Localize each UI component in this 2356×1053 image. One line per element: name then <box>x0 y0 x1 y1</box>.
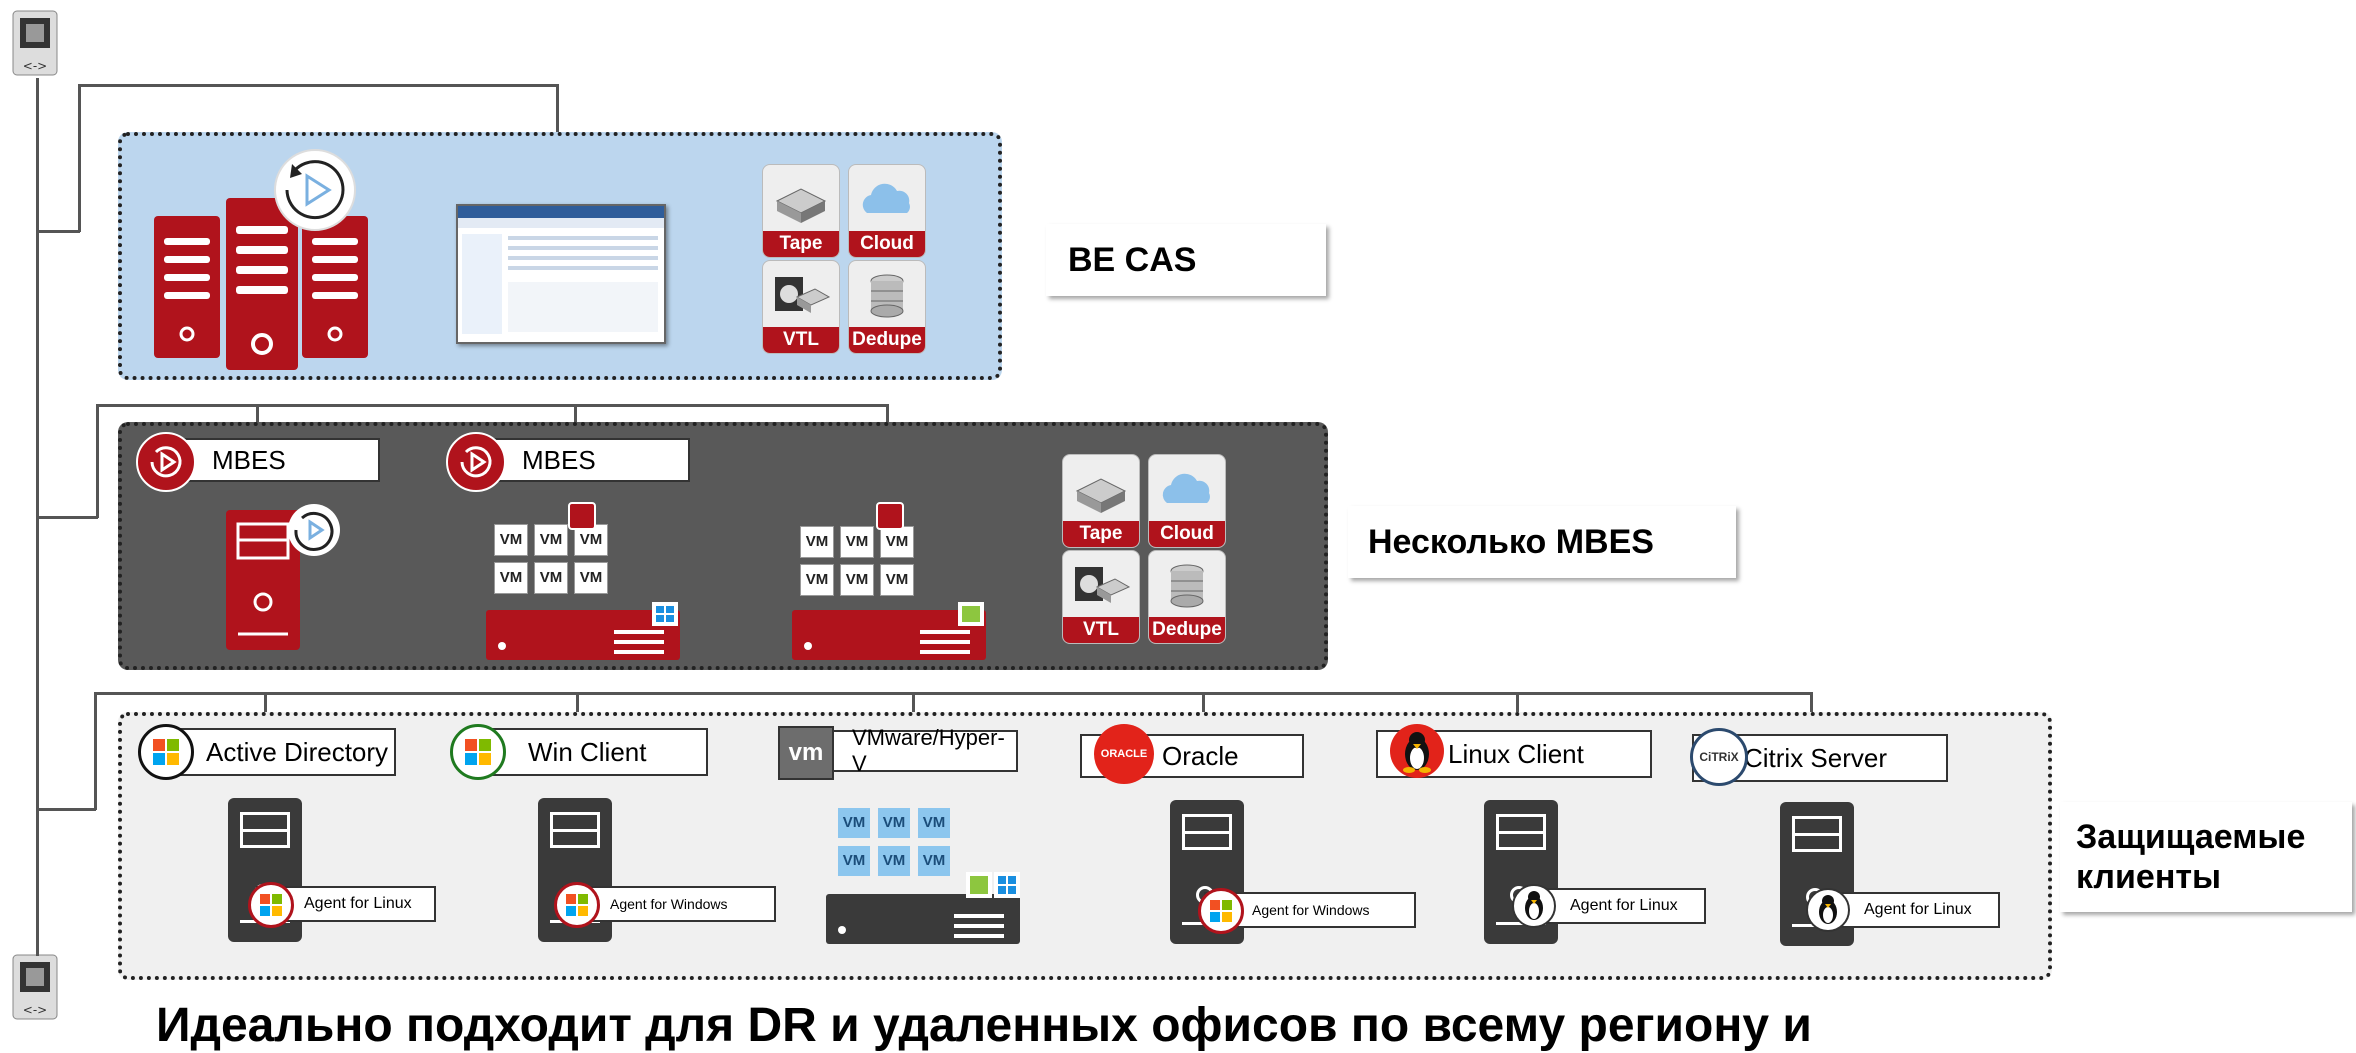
storage-cloud-tile: Cloud <box>1148 454 1226 548</box>
vm-tile: VM <box>534 562 568 594</box>
windows-logo-icon <box>248 882 294 928</box>
backup-agent-badge-icon <box>876 502 904 530</box>
vm-tile: VM <box>800 564 834 596</box>
windows-logo-icon <box>138 724 194 780</box>
storage-tape-tile: Tape <box>1062 454 1140 548</box>
console-screenshot <box>456 204 666 344</box>
storage-tape-tile: Tape <box>762 164 840 258</box>
clients-callout: Защищаемые клиенты <box>2060 802 2352 912</box>
windows-logo-icon <box>554 882 600 928</box>
mbes-callout: Несколько MBES <box>1348 506 1736 578</box>
client-label-active-directory: Active Directory <box>156 728 396 776</box>
mbes-label-1: MBES <box>170 438 380 482</box>
mbes-server-tower-icon <box>226 504 340 650</box>
cas-server-cluster-icon <box>154 149 368 370</box>
linux-penguin-icon <box>1512 884 1556 928</box>
windows-logo-icon <box>450 724 506 780</box>
windows-logo-icon <box>1198 888 1244 934</box>
client-label-win-client: Win Client <box>468 728 708 776</box>
vm-tile: VM <box>840 526 874 558</box>
vm-tile: VM <box>494 524 528 556</box>
cas-callout: BE CAS <box>1046 224 1326 296</box>
storage-vtl-tile: VTL <box>762 260 840 354</box>
vm-tile: VM <box>800 526 834 558</box>
vmware-logo-icon: vm <box>778 726 834 780</box>
footer-text: Идеально подходит для DR и удаленных офи… <box>156 999 1812 1052</box>
vmware-host-icon <box>792 602 986 660</box>
vm-tile: VM <box>838 808 870 838</box>
vm-tile: VM <box>878 846 910 876</box>
linux-penguin-icon <box>1390 724 1444 778</box>
vm-tile: VM <box>880 526 914 558</box>
cas-callout-label: BE CAS <box>1068 240 1197 279</box>
network-jack-icon-bottom: <-> <box>12 954 58 1022</box>
vm-tile: VM <box>918 808 950 838</box>
hyperv-host-icon <box>486 602 680 660</box>
storage-dedupe-tile: Dedupe <box>848 260 926 354</box>
vm-tile: VM <box>840 564 874 596</box>
clients-panel: Active Directory Agent for Linux Win Cli… <box>118 712 2052 980</box>
backup-agent-badge-icon <box>568 502 596 530</box>
vm-tile: VM <box>534 524 568 556</box>
storage-cloud-tile: Cloud <box>848 164 926 258</box>
mbes-panel: MBES MBES VM VM VM VM VM VM VM VM VM VM … <box>118 422 1328 670</box>
vm-tile: VM <box>880 564 914 596</box>
backup-play-icon <box>136 432 196 492</box>
linux-penguin-icon <box>1806 888 1850 932</box>
oracle-logo-icon: ORACLE <box>1094 724 1154 784</box>
svg-text:<->: <-> <box>23 59 47 73</box>
cas-panel: Tape Cloud VTL Dedupe <box>118 132 1002 380</box>
vm-tile: VM <box>838 846 870 876</box>
agent-label: Agent for Windows <box>562 886 776 922</box>
backup-play-icon <box>446 432 506 492</box>
vm-tile: VM <box>918 846 950 876</box>
clients-callout-label: Защищаемые клиенты <box>2076 818 2306 896</box>
hypervisor-host-icon <box>826 872 1020 944</box>
vm-tile: VM <box>494 562 528 594</box>
storage-dedupe-tile: Dedupe <box>1148 550 1226 644</box>
vm-tile: VM <box>878 808 910 838</box>
mbes-label-2: MBES <box>480 438 690 482</box>
network-jack-icon-top: <-> <box>12 10 58 78</box>
svg-text:<->: <-> <box>23 1003 47 1017</box>
storage-vtl-tile: VTL <box>1062 550 1140 644</box>
vm-tile: VM <box>574 562 608 594</box>
mbes-callout-label: Несколько MBES <box>1368 522 1654 561</box>
citrix-logo-icon: CiTRiX <box>1690 728 1748 786</box>
